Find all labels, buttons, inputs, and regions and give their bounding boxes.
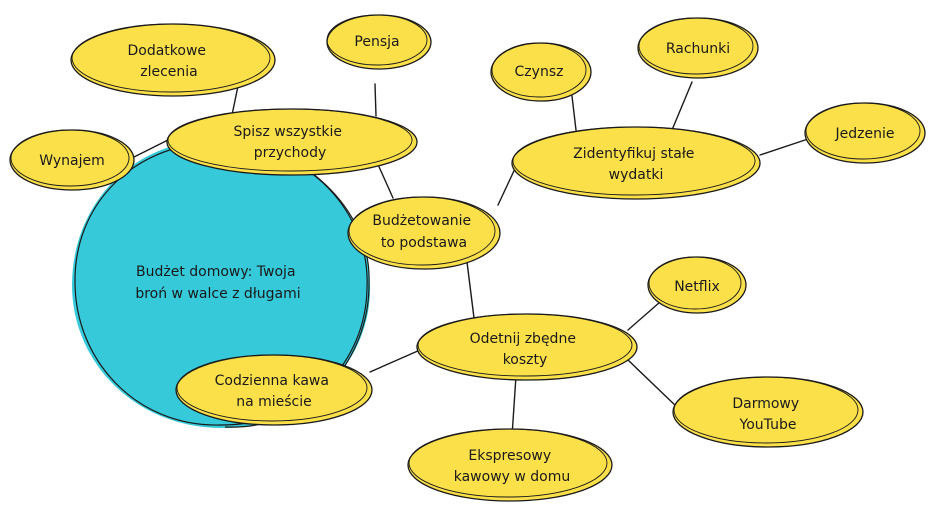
node-odetnij-koszty[interactable]: Odetnij zbędne koszty bbox=[416, 313, 638, 381]
node-spisz-przychody[interactable]: Spisz wszystkie przychody bbox=[166, 108, 418, 176]
node-darmowy-youtube[interactable]: Darmowy YouTube bbox=[672, 376, 864, 448]
node-shape-outline bbox=[10, 129, 130, 187]
center-topic-text: Budżet domowy: Twoja broń w walce z dług… bbox=[135, 264, 300, 302]
node-text: Odetnij zbędne koszty bbox=[470, 331, 581, 368]
node-shape-outline bbox=[417, 313, 633, 377]
node-shape-outline bbox=[638, 17, 754, 75]
edge-zidentyfikuj-rachunki bbox=[671, 81, 693, 131]
node-shape-outline bbox=[71, 23, 271, 93]
node-shape-outline bbox=[805, 102, 921, 160]
node-text: Jedzenie bbox=[835, 126, 895, 142]
node-shape-outline bbox=[408, 428, 608, 498]
node-text: Pensja bbox=[354, 34, 399, 50]
node-shape-outline bbox=[491, 42, 587, 98]
node-shape-outline bbox=[673, 376, 859, 444]
node-text: Darmowy YouTube bbox=[732, 396, 803, 433]
node-text: Ekspresowy kawowy w domu bbox=[454, 448, 571, 485]
node-text: Spisz wszystkie przychody bbox=[234, 124, 347, 161]
node-shape bbox=[347, 196, 501, 270]
node-rachunki[interactable]: Rachunki bbox=[637, 17, 759, 79]
node-zidentyfikuj-wydatki[interactable]: Zidentyfikuj stałe wydatki bbox=[511, 126, 761, 200]
edge-budzetowanie-odetnij bbox=[466, 261, 475, 319]
node-text: Rachunki bbox=[666, 41, 730, 57]
edges bbox=[131, 81, 809, 437]
edge-odetnij-youtube bbox=[627, 359, 679, 409]
edge-odetnij-kawa bbox=[369, 349, 421, 373]
node-budzetowanie[interactable]: Budżetowanie to podstawa bbox=[347, 196, 501, 270]
edge-zidentyfikuj-czynsz bbox=[571, 95, 577, 131]
node-shape-outline bbox=[512, 126, 756, 196]
node-shape-outline bbox=[648, 256, 742, 310]
node-text: Zidentyfikuj stałe wydatki bbox=[573, 146, 699, 183]
node-shape-outline bbox=[326, 14, 428, 66]
node-text: Budżetowanie to podstawa bbox=[372, 213, 475, 251]
edge-odetnij-ekspresowy bbox=[511, 375, 517, 437]
center-blob-outline bbox=[74, 141, 368, 426]
node-shape-outline bbox=[167, 108, 413, 172]
node-text: Wynajem bbox=[39, 153, 104, 169]
center-line-2: broń w walce z długami bbox=[135, 286, 300, 302]
edge-spisz-pensja bbox=[374, 83, 377, 117]
node-text: Netflix bbox=[674, 279, 720, 295]
node-wynajem[interactable]: Wynajem bbox=[9, 129, 135, 191]
node-shape-outline bbox=[348, 196, 496, 266]
node-shape-outline bbox=[176, 354, 368, 422]
node-text: Dodatkowe zlecenia bbox=[128, 43, 211, 80]
node-dodatkowe-zlecenia[interactable]: Dodatkowe zlecenia bbox=[70, 23, 276, 97]
edge-spisz-wynajem bbox=[131, 139, 169, 159]
node-ekspresowy-kawowy[interactable]: Ekspresowy kawowy w domu bbox=[407, 428, 613, 502]
node-czynsz[interactable]: Czynsz bbox=[490, 42, 592, 102]
center-line-1: Budżet domowy: Twoja bbox=[136, 264, 296, 280]
node-text: Codzienna kawa na mieście bbox=[215, 373, 334, 410]
node-text: Czynsz bbox=[515, 64, 564, 80]
node-jedzenie[interactable]: Jedzenie bbox=[804, 102, 926, 164]
node-pensja[interactable]: Pensja bbox=[326, 14, 432, 70]
edge-spisz-dodatkowe bbox=[231, 85, 239, 116]
node-codzienna-kawa[interactable]: Codzienna kawa na mieście bbox=[175, 354, 373, 426]
edge-odetnij-netflix bbox=[627, 301, 661, 331]
edge-zidentyfikuj-jedzenie bbox=[759, 138, 809, 156]
node-netflix[interactable]: Netflix bbox=[647, 256, 747, 314]
